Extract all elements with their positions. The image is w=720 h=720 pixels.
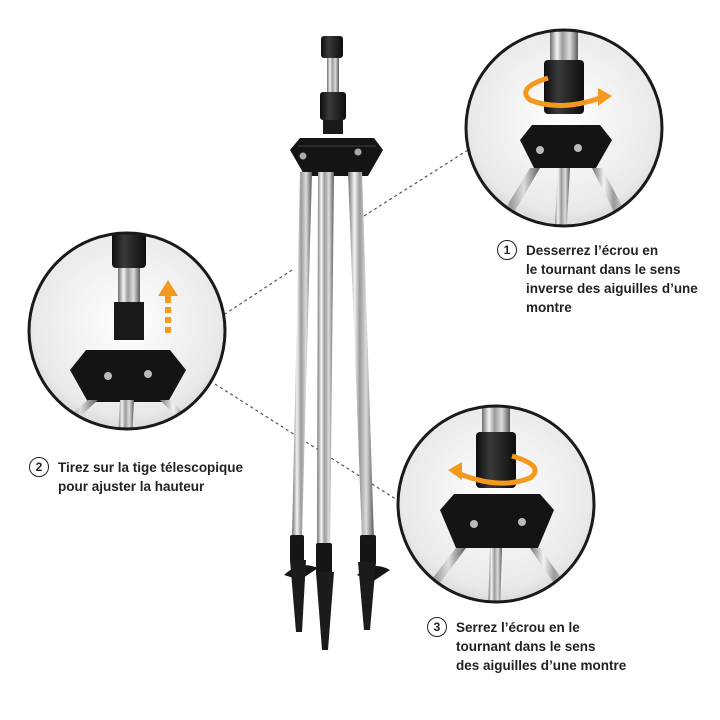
pull-up-arrow-icon <box>158 280 178 333</box>
step-number-badge: 2 <box>29 457 49 477</box>
step-3-instruction: 3 Serrez l’écrou en le tournant dans le … <box>427 617 626 675</box>
detail-circle-1 <box>464 28 664 228</box>
detail-circle-2 <box>27 231 227 431</box>
step-text: Serrez l’écrou en le tournant dans le se… <box>456 618 626 675</box>
leader-lines <box>214 149 469 506</box>
step-number-badge: 3 <box>427 617 447 637</box>
rotate-clockwise-icon <box>448 453 538 486</box>
step-text: Desserrez l’écrou en le tournant dans le… <box>526 241 698 317</box>
detail-circle-3 <box>396 404 596 604</box>
step-2-instruction: 2 Tirez sur la tige télescopique pour aj… <box>29 457 243 496</box>
step-text-line: Serrez l’écrou en le <box>456 620 580 635</box>
step-text-line: montre <box>526 300 572 315</box>
step-text-line: Desserrez l’écrou en <box>526 243 659 258</box>
step-text-line: tournant dans le sens <box>456 639 596 654</box>
step-number-badge: 1 <box>497 240 517 260</box>
step-text-line: le tournant dans le sens <box>526 262 681 277</box>
tripod-image <box>284 36 390 650</box>
step-text-line: inverse des aiguilles d’une <box>526 281 698 296</box>
step-text: Tirez sur la tige télescopique pour ajus… <box>58 458 243 496</box>
step-1-instruction: 1 Desserrez l’écrou en le tournant dans … <box>497 240 698 317</box>
step-text-line: pour ajuster la hauteur <box>58 479 205 494</box>
step-text-line: Tirez sur la tige télescopique <box>58 460 244 475</box>
step-text-line: des aiguilles d’une montre <box>456 658 627 673</box>
rotate-counterclockwise-icon <box>523 75 612 109</box>
